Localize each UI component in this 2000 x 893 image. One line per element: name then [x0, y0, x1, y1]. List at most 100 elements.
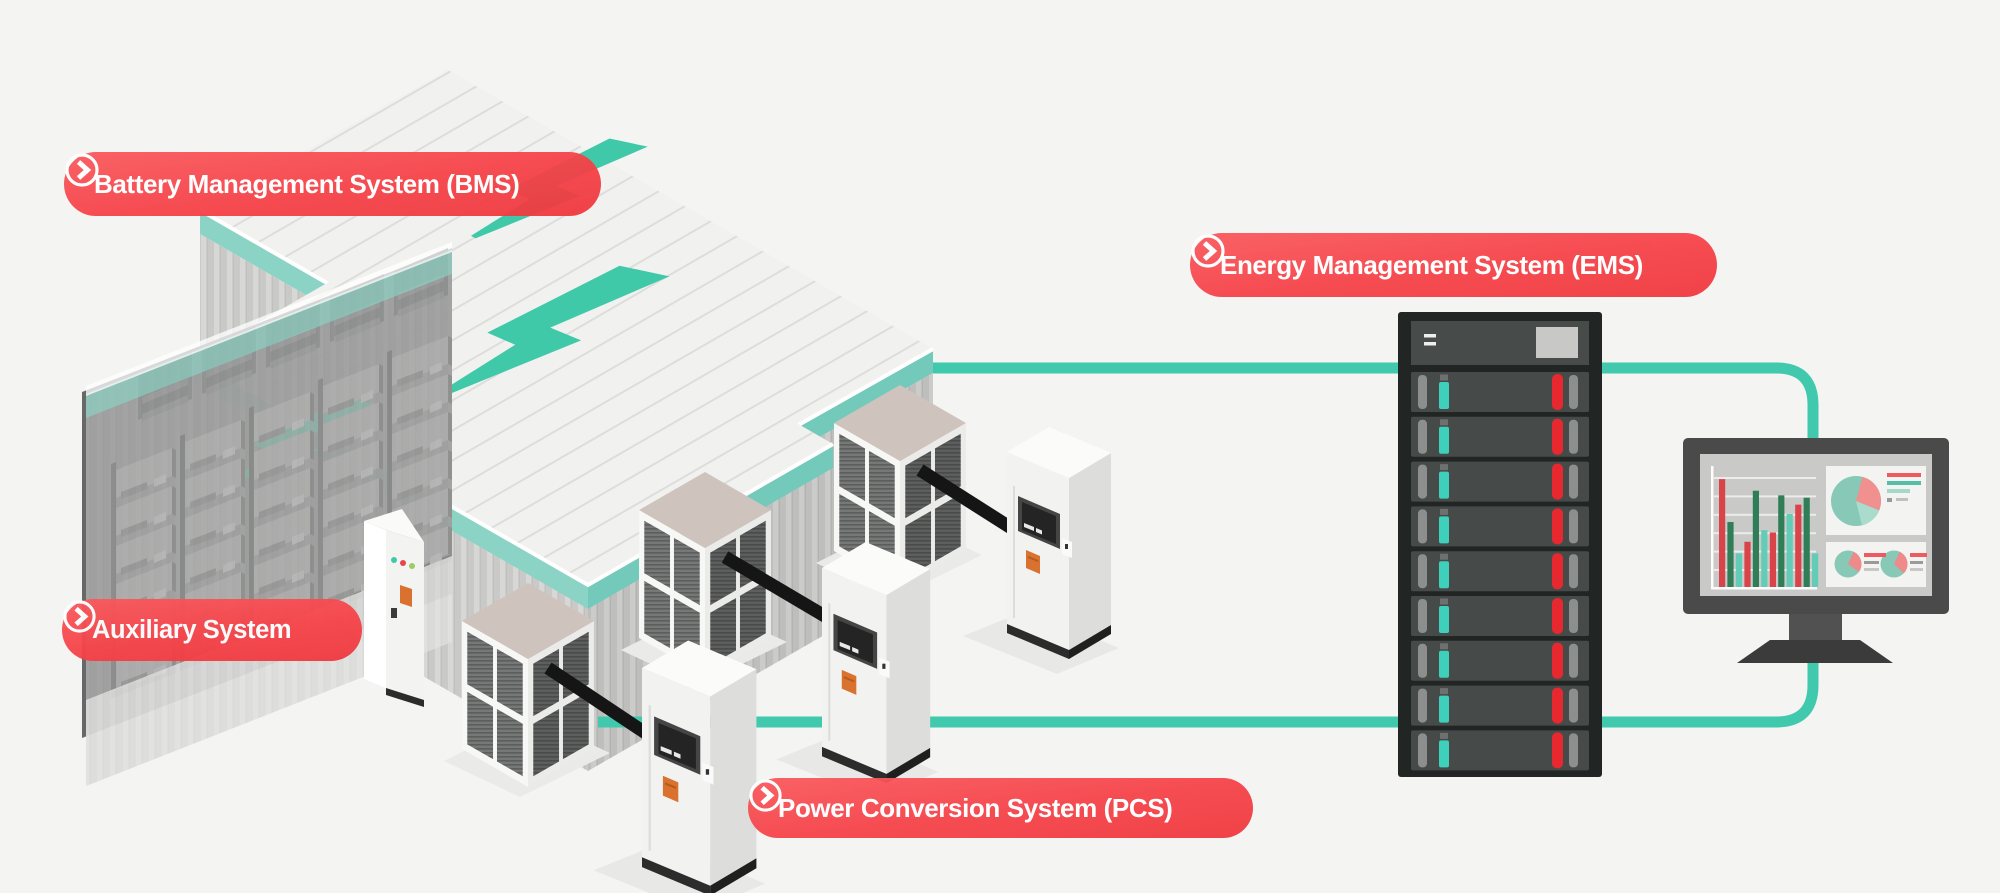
bar: [1735, 553, 1742, 587]
indicator-light: [409, 563, 415, 569]
rack-handle: [1569, 509, 1578, 544]
pcs-group: [444, 385, 1119, 893]
rack-handle: [1569, 554, 1578, 589]
lightning-bolt-icon: [412, 265, 670, 409]
bar: [1727, 522, 1734, 587]
rack-unit: [1411, 461, 1589, 502]
ems-label-text: Energy Management System (EMS): [1220, 249, 1643, 280]
pcs-cabinet: [776, 542, 939, 799]
pie-slice: [1856, 501, 1880, 526]
bar-chart-axis: [1711, 466, 1714, 589]
bar-chart: [1719, 479, 1819, 587]
rack-unit: [1411, 730, 1589, 771]
rack-unit: [1411, 640, 1589, 681]
aux-control-cabinet: [364, 509, 424, 707]
pie-chart: [1831, 476, 1881, 526]
rack-units: [1411, 372, 1589, 771]
rack-handle: [1569, 375, 1578, 409]
gridline: [1714, 513, 1816, 516]
bms-label-text: Battery Management System (BMS): [94, 168, 520, 199]
rack-handle: [1418, 375, 1427, 409]
cabinet-front: [642, 668, 711, 886]
hvac-unit: [444, 583, 610, 797]
status-led-red: [1552, 418, 1563, 455]
bar: [1719, 479, 1726, 587]
gridline: [1714, 495, 1816, 498]
pie-slice: [1856, 476, 1881, 511]
aux-label-pill[interactable]: Auxiliary System: [62, 599, 362, 661]
pie-legend: [1864, 473, 1927, 571]
bar: [1744, 541, 1751, 587]
rack-unit: [1411, 372, 1589, 412]
rack-handle: [1418, 688, 1427, 723]
roof-edge-band: [86, 250, 452, 418]
bar: [1812, 553, 1819, 587]
hvac-top: [462, 583, 594, 659]
warning-sticker: [662, 775, 679, 803]
rack-handle: [1569, 464, 1578, 499]
hvac-top: [834, 385, 966, 461]
monitoring-screen: [1683, 438, 1949, 663]
status-led-teal: [1439, 426, 1449, 454]
bar: [1769, 532, 1776, 587]
indicator-light: [391, 557, 397, 563]
status-led-red: [1552, 642, 1563, 679]
rack-unit: [1411, 551, 1589, 592]
bar: [1761, 530, 1768, 587]
hvac-top: [639, 472, 771, 548]
rack-unit: [1411, 685, 1589, 726]
rack-handle: [1418, 733, 1427, 768]
monitor-base: [1737, 640, 1893, 663]
pie-charts: [1831, 476, 1908, 578]
rack-handle: [1418, 599, 1427, 633]
bar: [1795, 504, 1802, 587]
status-led-red: [1552, 508, 1563, 545]
bms-label-pill[interactable]: Battery Management System (BMS): [64, 152, 601, 216]
ems-label-pill[interactable]: Energy Management System (EMS): [1190, 233, 1717, 297]
warning-sticker: [841, 669, 857, 695]
status-led-red: [1552, 732, 1563, 769]
status-led-red: [1552, 374, 1563, 410]
status-led-teal: [1439, 695, 1449, 723]
gridline: [1714, 477, 1816, 479]
status-led-teal: [1439, 516, 1449, 544]
status-led-red: [1552, 598, 1563, 634]
status-led-teal: [1439, 740, 1449, 768]
cabinet-front: [822, 568, 887, 774]
rack-display: [1536, 327, 1578, 358]
pcs-cabinet: [963, 427, 1119, 674]
status-led-teal: [1439, 650, 1449, 678]
pie-chart: [1834, 550, 1862, 578]
pie-chart: [1880, 550, 1908, 578]
monitor-stand: [1789, 614, 1842, 640]
rack-handle: [1418, 419, 1427, 454]
status-led-teal: [1439, 561, 1449, 589]
rack-unit: [1411, 506, 1589, 547]
rack-logo: [1424, 334, 1436, 338]
pie-slice: [1894, 551, 1908, 574]
rack-handle: [1569, 599, 1578, 633]
aux-label-text: Auxiliary System: [92, 615, 292, 644]
warning-sticker: [400, 585, 412, 607]
pcs-cabinet: [593, 640, 766, 893]
bar: [1778, 495, 1785, 587]
bar: [1786, 513, 1793, 587]
rack-handle: [1569, 419, 1578, 454]
indicator-light: [400, 560, 406, 566]
status-led-red: [1552, 463, 1563, 500]
status-led-red: [1552, 553, 1563, 590]
bar: [1752, 490, 1759, 587]
bar: [1803, 497, 1810, 587]
warning-sticker: [1026, 550, 1040, 574]
ems-server-rack: [1398, 312, 1602, 777]
pcs-label-pill[interactable]: Power Conversion System (PCS): [748, 778, 1253, 838]
rack-unit: [1411, 596, 1589, 636]
rack-handle: [1418, 464, 1427, 499]
status-led-red: [1552, 687, 1563, 724]
status-led-teal: [1439, 471, 1449, 499]
pcs-label-text: Power Conversion System (PCS): [778, 792, 1173, 823]
pie-slice: [1848, 551, 1862, 572]
cabinet-front: [1007, 452, 1069, 650]
